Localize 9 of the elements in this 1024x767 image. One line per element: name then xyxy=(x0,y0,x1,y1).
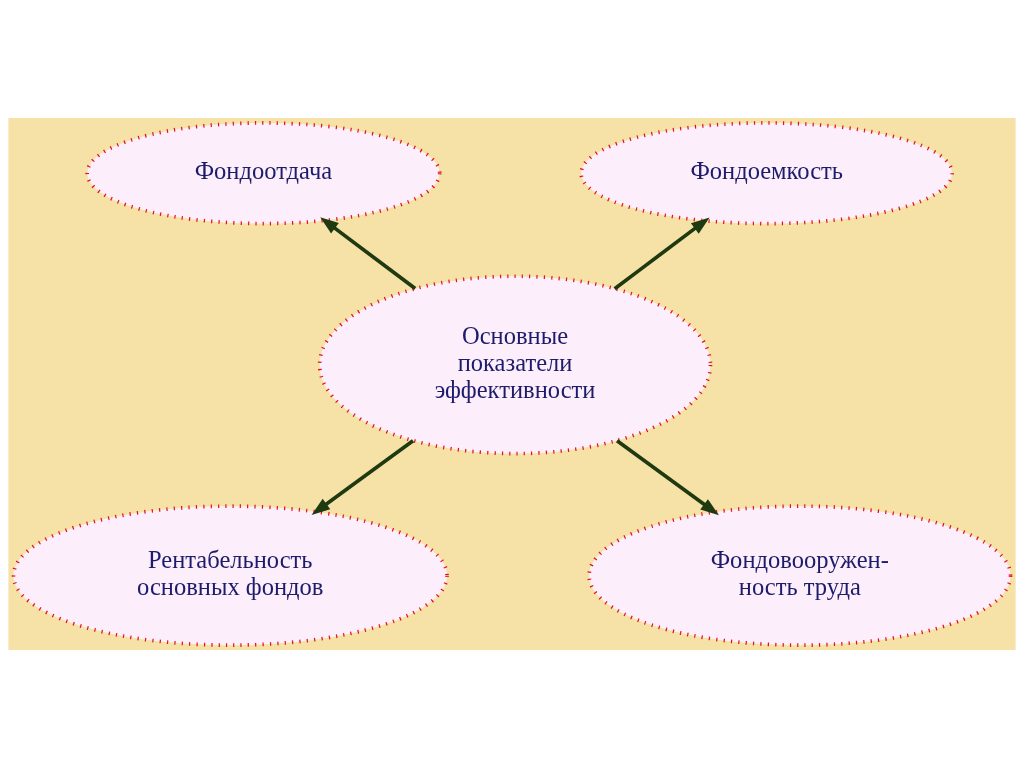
arrow xyxy=(615,438,719,515)
node-ellipse: Рентабельность основных фондов xyxy=(11,503,449,647)
arrow xyxy=(311,438,415,515)
node-ellipse: Фондоемкость xyxy=(579,120,955,225)
node-ellipse: Фондоотдача xyxy=(85,120,442,225)
arrow xyxy=(320,216,417,290)
node-ellipse: Основные показатели эффективности xyxy=(317,273,713,455)
node-ellipse: Фондовооружен- ность труда xyxy=(587,503,1013,647)
arrow xyxy=(613,216,710,290)
